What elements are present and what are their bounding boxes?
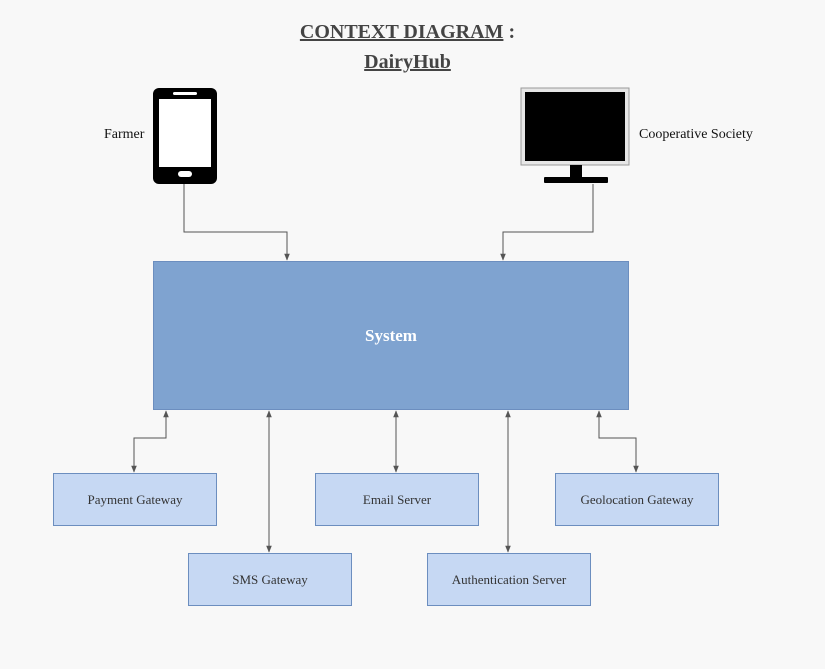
payment-gateway-node[interactable]: Payment Gateway: [53, 473, 217, 526]
cooperative-society-label: Cooperative Society: [639, 127, 753, 142]
connector-farmer-system: [183, 184, 290, 261]
monitor-icon: [520, 87, 630, 183]
sms-gateway-label: SMS Gateway: [232, 571, 308, 587]
system-node[interactable]: System: [153, 261, 629, 410]
connector-coop-system: [500, 184, 594, 261]
subtitle-text: DairyHub: [364, 51, 451, 73]
diagram-title: CONTEXT DIAGRAM :: [0, 21, 820, 44]
system-label: System: [365, 325, 417, 345]
title-text: CONTEXT DIAGRAM: [299, 21, 504, 43]
smartphone-icon: [153, 88, 217, 184]
geolocation-gateway-label: Geolocation Gateway: [580, 491, 694, 507]
authentication-server-node[interactable]: Authentication Server: [427, 553, 591, 606]
farmer-label: Farmer: [104, 127, 145, 142]
diagram-subtitle: DairyHub: [0, 51, 820, 74]
authentication-server-label: Authentication Server: [451, 571, 567, 587]
email-server-label: Email Server: [362, 491, 432, 507]
email-server-node[interactable]: Email Server: [315, 473, 479, 526]
connector-geo-system: [596, 410, 639, 473]
connector-payment-system: [131, 410, 169, 473]
geolocation-gateway-node[interactable]: Geolocation Gateway: [555, 473, 719, 526]
title-separator: :: [503, 21, 516, 43]
sms-gateway-node[interactable]: SMS Gateway: [188, 553, 352, 606]
payment-gateway-label: Payment Gateway: [87, 491, 183, 507]
